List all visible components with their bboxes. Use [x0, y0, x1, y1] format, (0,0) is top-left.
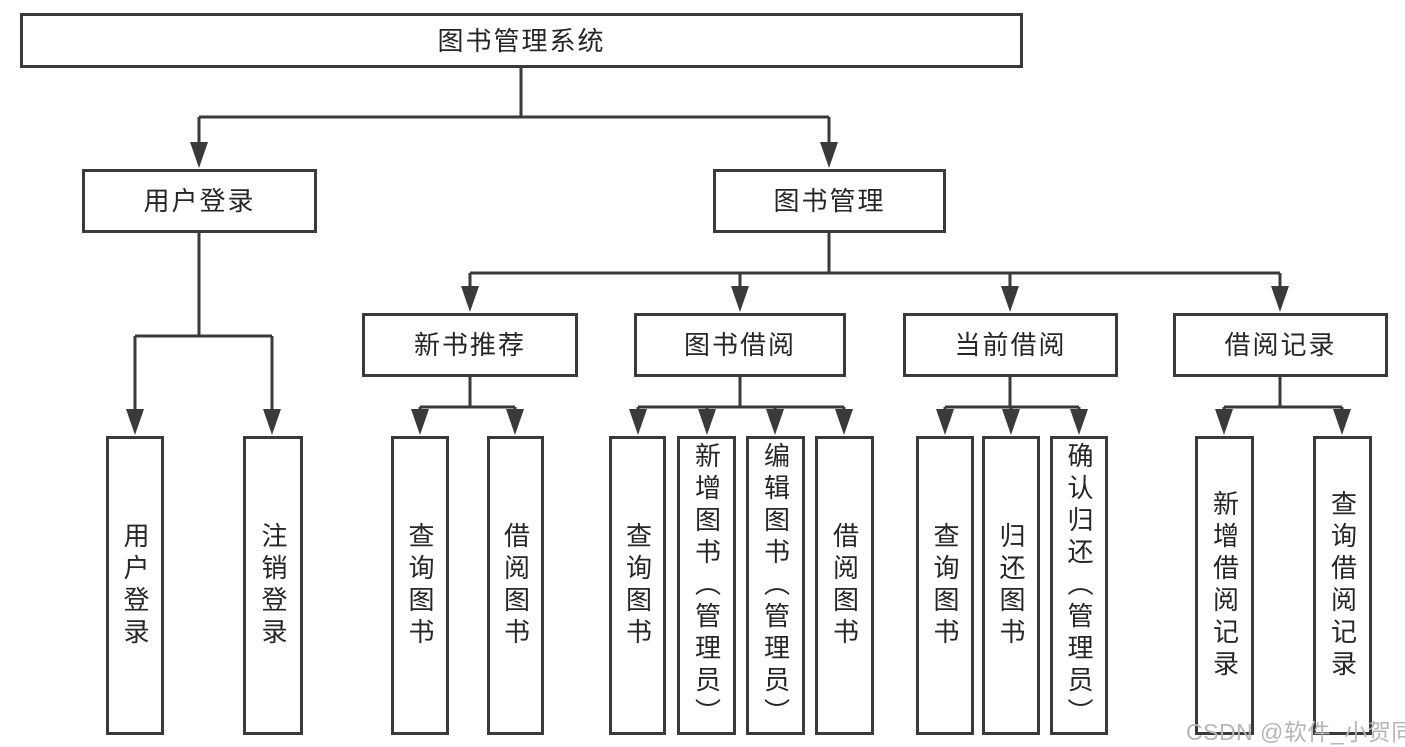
node-book-borrowing-label: 图书借阅	[683, 330, 796, 360]
connector-book-borrowing-to-leaves	[629, 377, 853, 435]
node-borrowing-records-label: 借阅记录	[1224, 330, 1337, 360]
leaf-borrow-books-recommend-label: 借阅图书	[500, 521, 531, 650]
leaf-edit-books-admin: 编辑图书（管理员）	[746, 436, 805, 735]
leaf-user-login-label: 用户登录	[120, 521, 150, 650]
node-book-management-label: 图书管理	[773, 186, 886, 216]
node-borrowing-records: 借阅记录	[1173, 313, 1388, 377]
leaf-add-borrow-record: 新增借阅记录	[1195, 436, 1254, 735]
leaf-confirm-return-admin-label: 确认归还（管理员）	[1064, 441, 1094, 730]
connector-book-mgmt-to-level3	[461, 233, 1289, 312]
leaf-add-books-admin-label: 新增图书（管理员）	[691, 441, 722, 730]
leaf-logout-label: 注销登录	[258, 521, 288, 650]
leaf-return-books: 归还图书	[982, 436, 1040, 735]
leaf-edit-books-admin-label: 编辑图书（管理员）	[760, 441, 791, 730]
leaf-borrow-books: 借阅图书	[815, 436, 874, 735]
leaf-add-books-admin: 新增图书（管理员）	[677, 436, 736, 735]
connector-user-login-to-leaves	[126, 233, 281, 435]
connector-root-to-level2	[190, 68, 838, 168]
leaf-query-books-borrowing-label: 查询图书	[622, 521, 653, 650]
node-user-login: 用户登录	[82, 169, 317, 233]
node-new-book-recommend: 新书推荐	[362, 313, 578, 377]
leaf-confirm-return-admin: 确认归还（管理员）	[1050, 436, 1108, 735]
leaf-user-login: 用户登录	[106, 436, 164, 735]
leaf-query-borrow-record: 查询借阅记录	[1313, 436, 1372, 735]
leaf-query-books-recommend: 查询图书	[391, 436, 449, 735]
leaf-return-books-label: 归还图书	[996, 521, 1026, 650]
leaf-query-books-current: 查询图书	[916, 436, 974, 735]
node-book-management: 图书管理	[713, 169, 946, 233]
connector-new-book-to-leaves	[411, 377, 524, 435]
node-user-login-label: 用户登录	[143, 186, 256, 216]
leaf-logout: 注销登录	[243, 436, 303, 735]
leaf-add-borrow-record-label: 新增借阅记录	[1209, 489, 1240, 682]
leaf-query-books-current-label: 查询图书	[930, 521, 960, 650]
leaf-query-books-recommend-label: 查询图书	[405, 521, 435, 650]
leaf-query-books-borrowing: 查询图书	[609, 436, 666, 735]
connector-borrow-records-to-leaves	[1215, 377, 1351, 435]
node-current-borrowing-label: 当前借阅	[954, 330, 1067, 360]
node-root-system: 图书管理系统	[20, 13, 1023, 68]
node-root-system-label: 图书管理系统	[437, 25, 606, 56]
connector-current-borrowing-to-leaves	[936, 377, 1088, 435]
csdn-watermark: CSDN @软件_小贺同学	[1186, 719, 1405, 745]
leaf-borrow-books-label: 借阅图书	[829, 521, 860, 650]
leaf-borrow-books-recommend: 借阅图书	[487, 436, 544, 735]
leaf-query-borrow-record-label: 查询借阅记录	[1327, 489, 1358, 682]
node-book-borrowing: 图书借阅	[634, 313, 846, 377]
node-new-book-recommend-label: 新书推荐	[413, 330, 526, 360]
node-current-borrowing: 当前借阅	[903, 313, 1118, 377]
